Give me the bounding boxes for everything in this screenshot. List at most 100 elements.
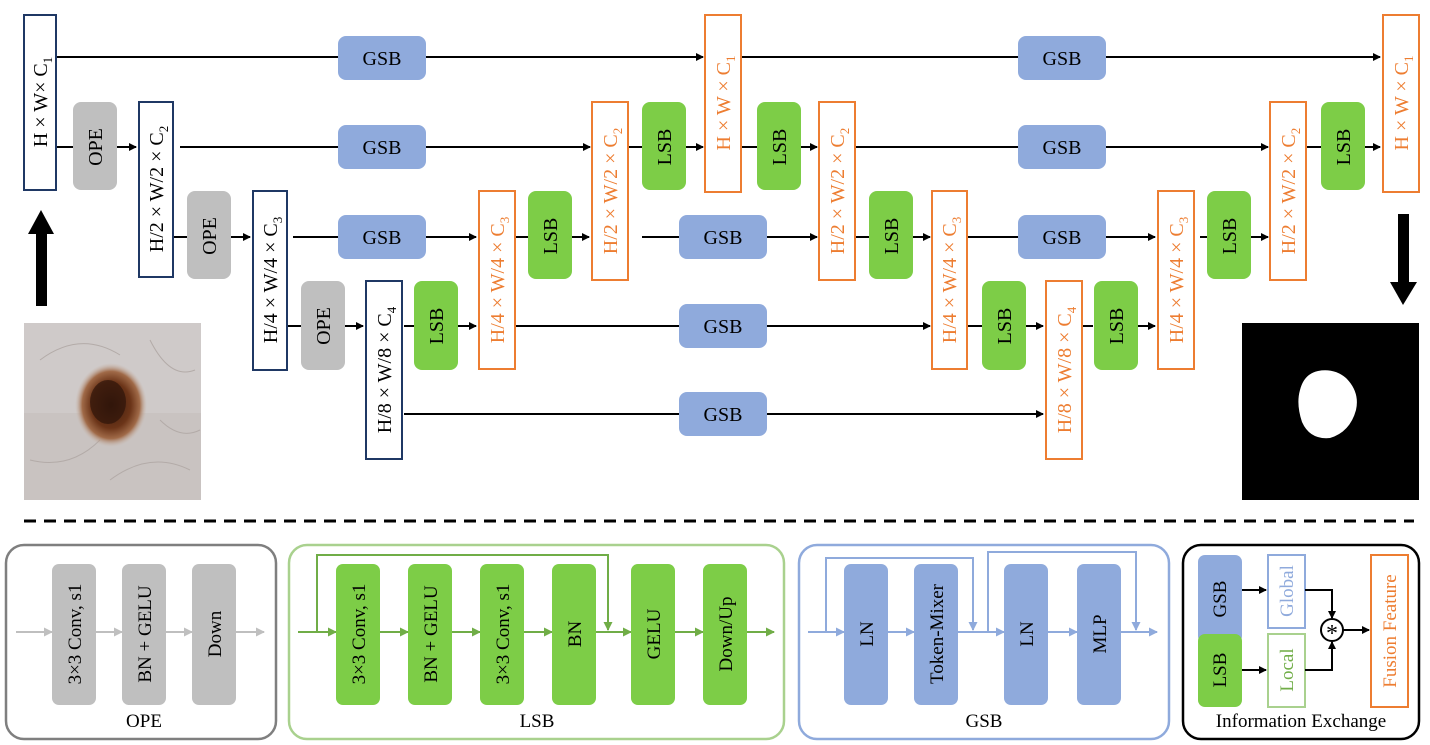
fm-d7 (1157, 190, 1195, 370)
gsb-panel: LN Token-Mixer LN MLP GSB (797, 543, 1171, 741)
lsb-blocks: LSB LSB LSB LSB LSB LSB LSB LSB LSB (414, 102, 1365, 370)
fm-d9-label: H × W × C1 (1391, 56, 1416, 151)
lsb-block-8 (1207, 191, 1251, 279)
gsb-panel-item-4-label: MLP (1090, 614, 1111, 653)
lsb-panel-item-1 (336, 564, 380, 705)
lsb-panel-item-5 (631, 564, 675, 705)
info-lsb-label: LSB (1210, 653, 1231, 688)
fm-d8-label: H/2 × W/2 × C2 (1278, 128, 1303, 254)
info-panel-caption: Information Exchange (1216, 711, 1386, 732)
info-gsb-block (1198, 555, 1242, 643)
lsb-block-9-label: LSB (1333, 129, 1355, 166)
info-multiply-op (1320, 618, 1344, 642)
gsb-panel-item-2-label: Token-Mixer (927, 583, 948, 684)
lsb-panel-item-1-label: 3×3 Conv, s1 (349, 584, 370, 685)
gsb-block-2 (338, 125, 426, 169)
ope-block-1-label: OPE (85, 128, 107, 166)
lsb-block-3-label: LSB (654, 129, 676, 166)
gsb-block-9 (1018, 215, 1106, 259)
lsb-block-6 (982, 281, 1026, 370)
gsb-block-5-label: GSB (704, 316, 743, 338)
info-lsb-block (1198, 634, 1242, 707)
fm-d5 (931, 190, 968, 370)
connections (55, 53, 1381, 418)
gsb-block-1-label: GSB (363, 48, 402, 70)
lsb-panel-item-3 (480, 564, 524, 705)
gsb-block-1 (338, 36, 426, 80)
lsb-panel-caption: LSB (520, 711, 555, 732)
gsb-panel-item-3 (1004, 564, 1048, 705)
gsb-panel-item-1 (844, 564, 888, 705)
fm-d1-label: H/4 × W/4 × C3 (487, 217, 512, 343)
gsb-panel-item-3-label: LN (1017, 621, 1038, 647)
fm-d2 (591, 101, 629, 281)
lsb-block-2 (528, 191, 572, 279)
lsb-panel-item-2 (408, 564, 452, 705)
gsb-block-7-label: GSB (1043, 48, 1082, 70)
gsb-panel-item-4 (1077, 564, 1121, 705)
gsb-block-9-label: GSB (1043, 227, 1082, 249)
lsb-block-8-label: LSB (1219, 218, 1241, 255)
input-arrow (28, 210, 54, 306)
encoder-feature-maps (23, 14, 403, 460)
lsb-block-1 (414, 281, 458, 370)
info-fusion-box (1370, 554, 1409, 708)
lsb-panel-item-6 (703, 564, 747, 705)
gsb-panel-item-1-label: LN (857, 621, 878, 647)
gsb-block-6-label: GSB (704, 404, 743, 426)
lsb-block-6-label: LSB (994, 308, 1016, 345)
fm-enc2-label: H/2 × W/2 × C2 (146, 126, 171, 252)
fm-enc4-label: H/8 × W/8 × C4 (374, 306, 399, 433)
gsb-panel-item-2 (914, 564, 958, 705)
ope-panel-item-1 (52, 564, 96, 705)
lsb-block-3 (642, 102, 686, 190)
fm-enc1 (23, 14, 57, 191)
lsb-panel-item-4 (552, 564, 596, 705)
lsb-panel-item-4-label: BN (565, 621, 586, 648)
output-arrow (1390, 214, 1417, 305)
gsb-block-2-label: GSB (363, 137, 402, 159)
ope-block-3 (301, 281, 345, 370)
output-mask (1242, 323, 1419, 500)
lsb-block-7-label: LSB (1106, 308, 1128, 345)
info-global-label: Global (1277, 565, 1298, 617)
fm-d1 (478, 190, 516, 370)
lsb-block-9 (1321, 102, 1365, 190)
fm-enc3 (252, 190, 288, 371)
fm-d4-label: H/2 × W/2 × C2 (827, 128, 852, 254)
ope-panel-item-3-label: Down (205, 610, 226, 657)
gsb-block-4 (679, 215, 767, 259)
fm-d2-label: H/2 × W/2 × C2 (600, 128, 625, 254)
feature-map-labels: H × W× C1 H/2 × W/2 × C2 H/4 × W/4 × C3 … (30, 56, 1416, 434)
gsb-block-4-label: GSB (704, 227, 743, 249)
decoder-feature-maps (478, 14, 1420, 460)
ope-panel-caption: OPE (126, 711, 162, 732)
ope-panel: 3×3 Conv, s1 BN + GELU Down OPE (4, 543, 278, 741)
input-image (24, 323, 201, 500)
lsb-panel-item-3-label: 3×3 Conv, s1 (493, 584, 514, 685)
gsb-block-5 (679, 304, 767, 348)
info-local-label: Local (1277, 648, 1298, 691)
lsb-block-4-label: LSB (769, 129, 791, 166)
ope-block-2 (187, 191, 231, 279)
fm-d6 (1045, 280, 1083, 460)
lsb-block-5 (869, 191, 913, 279)
lsb-panel: 3×3 Conv, s1 BN + GELU 3×3 Conv, s1 BN G… (287, 543, 786, 741)
ope-panel-item-2 (122, 564, 166, 705)
gsb-block-6 (679, 392, 767, 436)
gsb-panel-caption: GSB (966, 711, 1003, 732)
ope-panel-item-3 (192, 564, 236, 705)
info-fusion-label: Fusion Feature (1380, 574, 1401, 687)
info-multiply-symbol: * (1326, 621, 1338, 647)
gsb-block-7 (1018, 36, 1106, 80)
fm-d4 (818, 101, 856, 281)
fm-d3 (704, 14, 742, 193)
fm-d7-label: H/4 × W/4 × C3 (1166, 217, 1191, 343)
fm-enc2 (138, 101, 174, 278)
gsb-block-8 (1018, 125, 1106, 169)
gsb-block-3-label: GSB (363, 227, 402, 249)
lsb-block-5-label: LSB (881, 218, 903, 255)
fm-d8 (1269, 101, 1307, 281)
ope-panel-item-2-label: BN + GELU (135, 585, 156, 683)
